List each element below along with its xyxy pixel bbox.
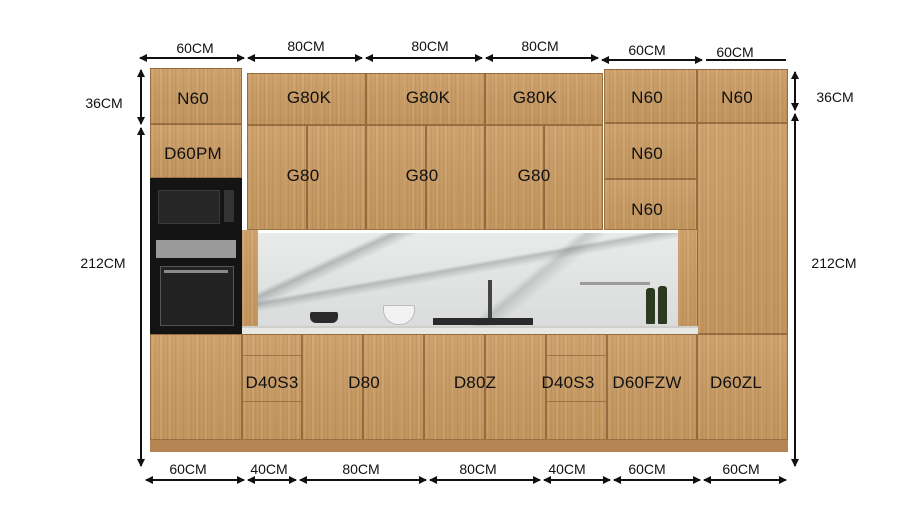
pot-icon: [310, 312, 338, 323]
label-base-3: D80Z: [453, 373, 497, 392]
base-cabinet-d80-a: [302, 334, 363, 440]
wall-cabinet-main-3a: [485, 125, 544, 230]
label-base-1: D40S3: [245, 373, 299, 392]
label-right-top-b: N60: [721, 88, 753, 107]
base-cabinet-d80z-a: [424, 334, 485, 440]
wall-cabinet-main-2a: [366, 125, 426, 230]
label-wall-main-2: G80: [405, 166, 439, 185]
cabinet-right-top-b: [697, 69, 788, 123]
dim-bottom-6: 60CM: [628, 461, 666, 477]
dim-bottom-7: 60CM: [722, 461, 760, 477]
cabinet-right-tall: [697, 123, 788, 334]
cabinet-tall-left-mid: [150, 124, 242, 178]
built-in-oven: [150, 234, 242, 334]
plinth: [150, 440, 788, 452]
built-in-microwave: [150, 178, 242, 234]
wall-cabinet-top-2: [366, 73, 485, 125]
base-cabinet-d40s3-b: [546, 334, 607, 440]
niche-side-left: [242, 230, 258, 334]
countertop: [242, 326, 698, 334]
dim-top-4: 80CM: [521, 38, 559, 54]
dim-top-3: 80CM: [411, 38, 449, 54]
sink-icon: [433, 318, 533, 325]
base-cabinet-d80z-b: [485, 334, 546, 440]
label-base-6: D60ZL: [709, 373, 763, 392]
dim-bottom-3: 80CM: [342, 461, 380, 477]
bottle-icon: [646, 288, 655, 324]
wall-cabinet-top-3: [485, 73, 603, 125]
label-right-mid-1: N60: [631, 144, 663, 163]
wall-cabinet-main-1b: [307, 125, 366, 230]
wall-cabinet-main-1a: [247, 125, 307, 230]
wall-cabinet-top-1: [247, 73, 366, 125]
wall-cabinet-main-2b: [426, 125, 485, 230]
cabinet-tall-left-base: [150, 334, 242, 440]
label-wall-main-3: G80: [517, 166, 551, 185]
label-wall-top-1: G80K: [286, 88, 332, 107]
dim-right-total-height: 212CM: [811, 255, 857, 271]
wall-cabinet-main-3b: [544, 125, 603, 230]
base-cabinet-d60fzw: [607, 334, 697, 440]
label-right-top-a: N60: [631, 88, 663, 107]
dim-bottom-5: 40CM: [548, 461, 586, 477]
dim-right-top-height: 36CM: [816, 89, 854, 105]
cabinet-right-top-a: [604, 69, 697, 123]
bottle-icon: [658, 286, 667, 324]
dim-top-6: 60CM: [716, 44, 754, 60]
label-base-4: D40S3: [541, 373, 595, 392]
label-wall-main-1: G80: [286, 166, 320, 185]
dim-top-2: 80CM: [287, 38, 325, 54]
base-cabinet-d60zl: [697, 334, 788, 440]
cabinet-tall-left-top: [150, 68, 242, 124]
niche-side-right: [678, 230, 697, 334]
dim-left-top-height: 36CM: [85, 95, 123, 111]
dim-top-5: 60CM: [628, 42, 666, 58]
base-cabinet-d40s3-a: [242, 334, 302, 440]
label-wall-top-3: G80K: [512, 88, 558, 107]
label-wall-top-2: G80K: [405, 88, 451, 107]
dim-bottom-2: 40CM: [250, 461, 288, 477]
cabinet-right-mid-1: [604, 123, 697, 179]
label-base-5: D60FZW: [612, 373, 682, 392]
label-base-2: D80: [348, 373, 380, 392]
dim-top-1: 60CM: [176, 40, 214, 56]
dim-bottom-1: 60CM: [169, 461, 207, 477]
dim-bottom-4: 80CM: [459, 461, 497, 477]
cabinet-right-mid-2: [604, 179, 697, 230]
label-tall-left-mid: D60PM: [164, 144, 222, 163]
dim-left-total-height: 212CM: [80, 255, 126, 271]
label-right-mid-2: N60: [631, 200, 663, 219]
faucet-icon: [488, 280, 492, 322]
label-tall-left-top: N60: [177, 89, 209, 108]
base-cabinet-d80-b: [363, 334, 424, 440]
shelf: [580, 282, 650, 285]
